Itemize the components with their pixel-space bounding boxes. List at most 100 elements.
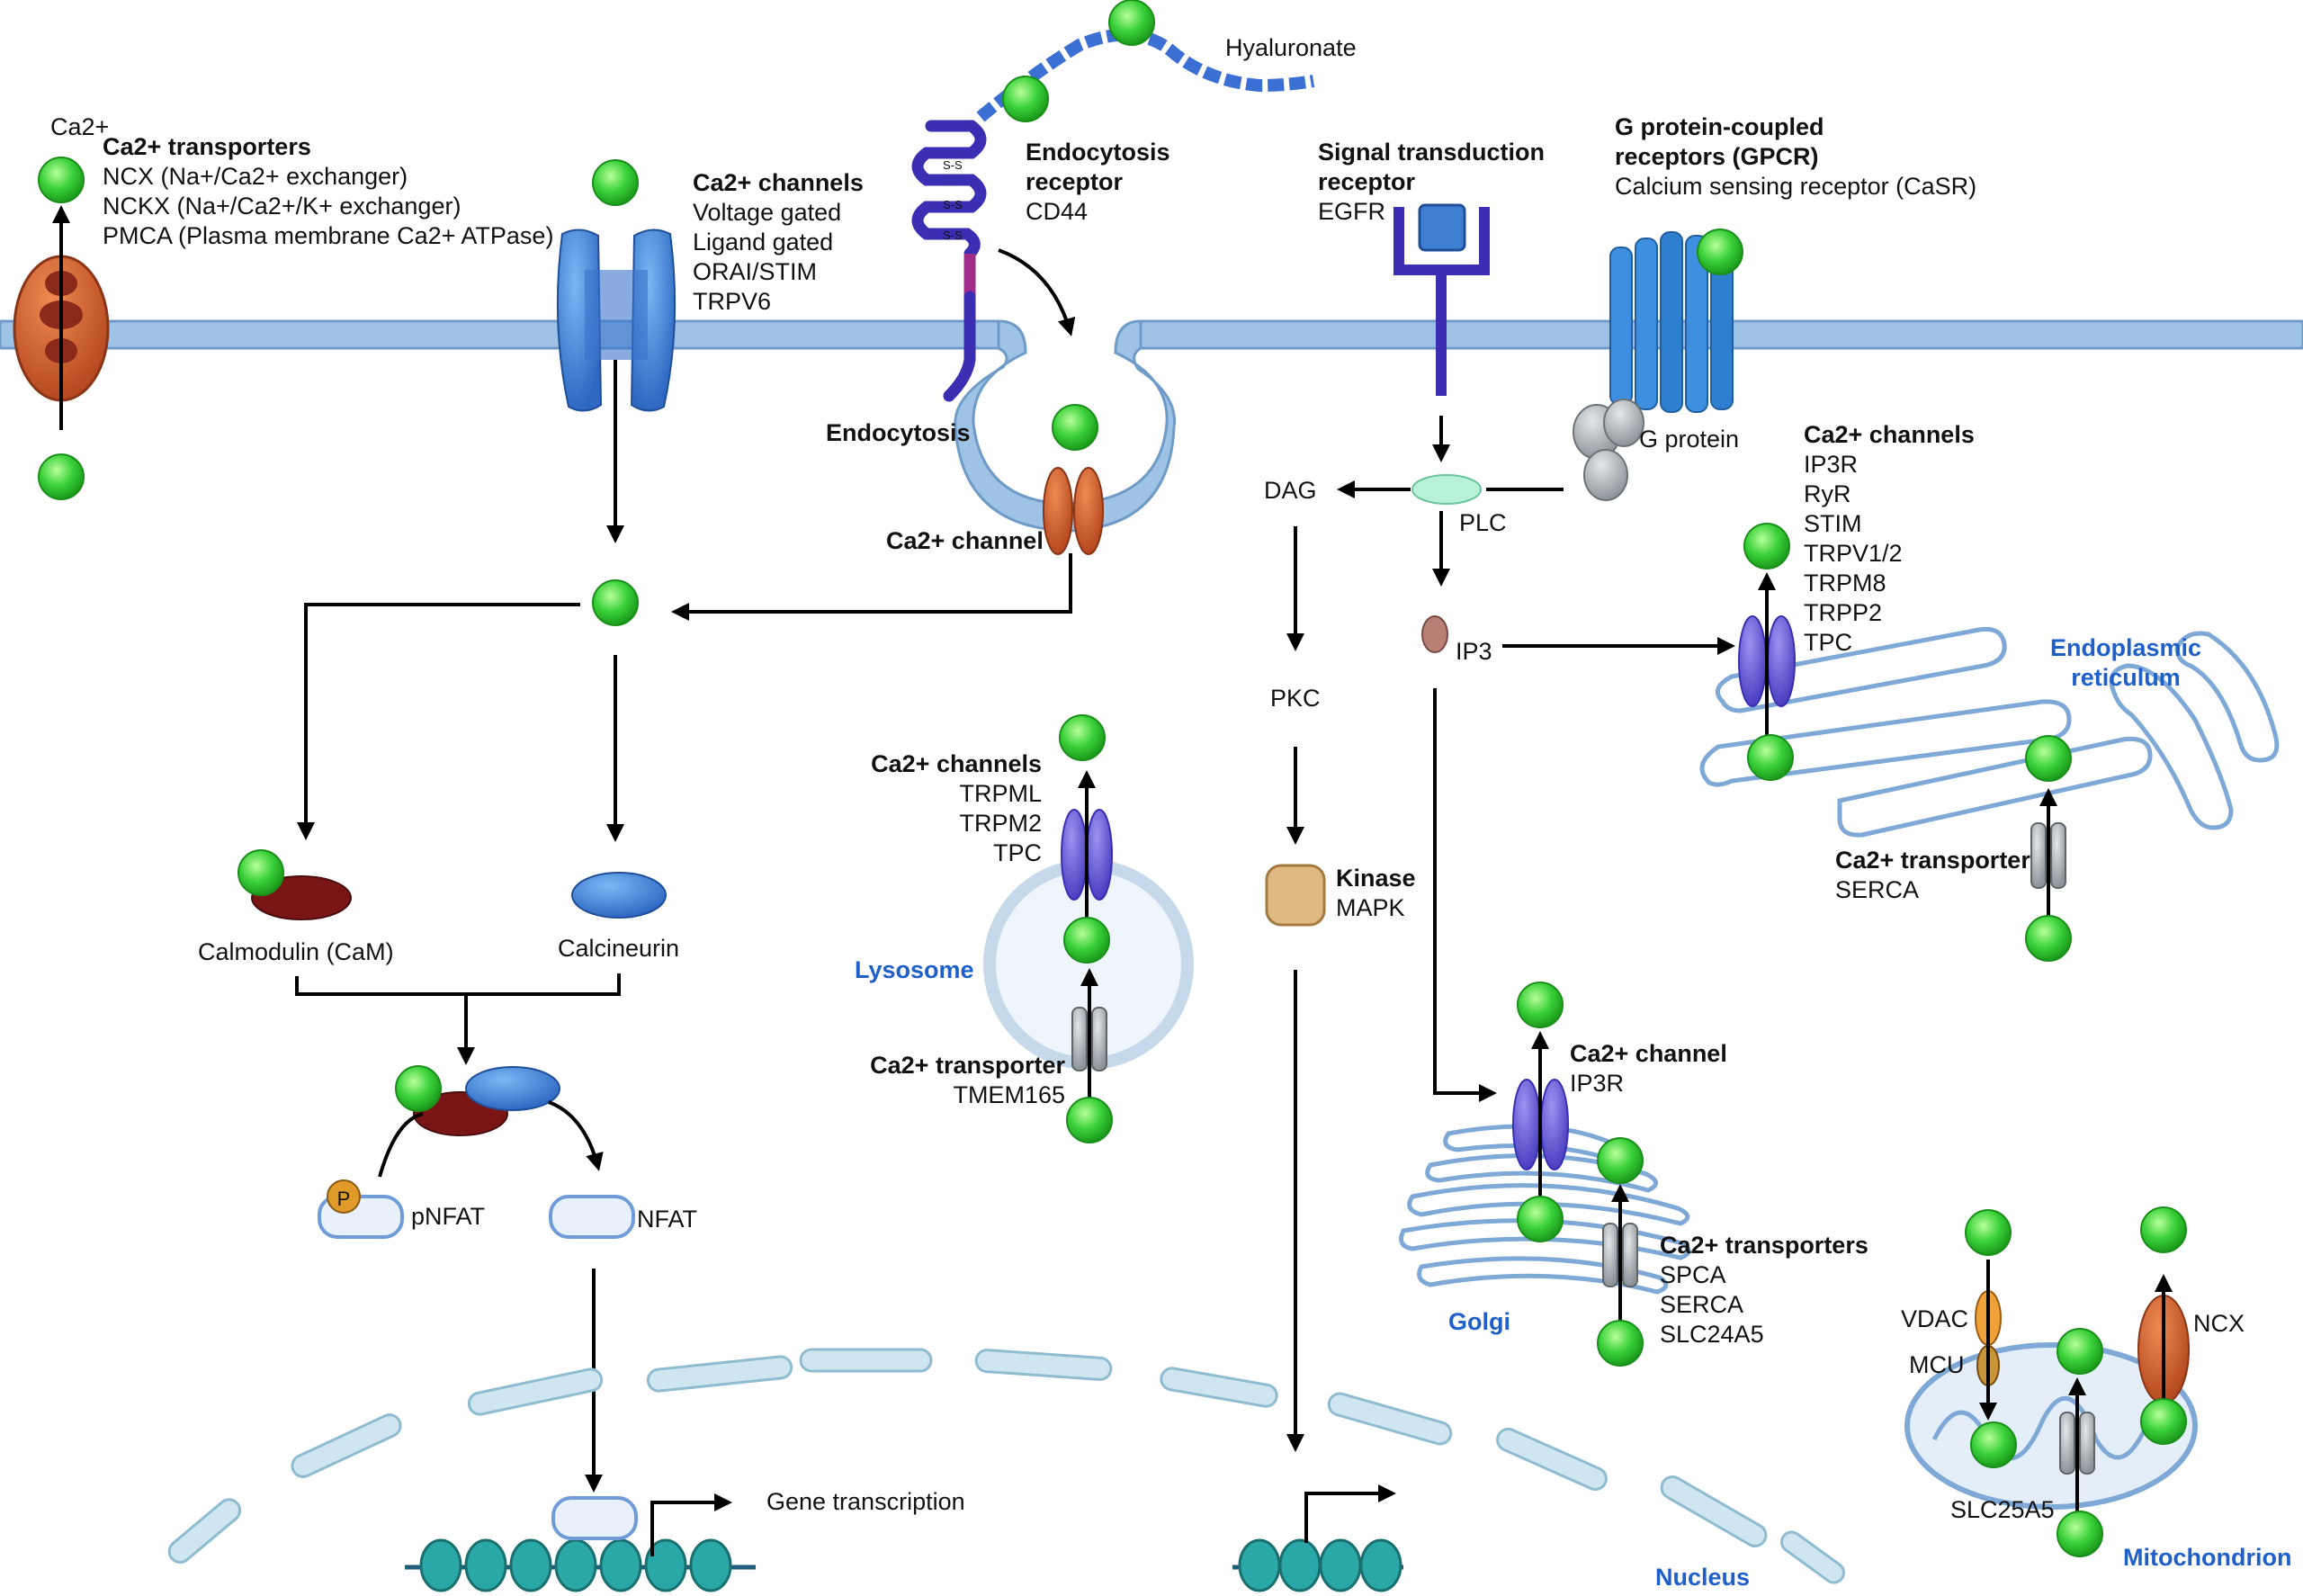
mitochondrion: [1904, 1342, 2198, 1510]
ip3-label: IP3: [1456, 638, 1492, 665]
casr-label: Calcium sensing receptor (CaSR): [1615, 173, 1976, 200]
golgi-transporter-slc24a5: SLC24A5: [1660, 1321, 1764, 1348]
calcium-ion: [237, 849, 284, 896]
gpcr-label-2: receptors (GPCR): [1615, 143, 1819, 170]
lyso-channel-trpm2: TRPM2: [959, 810, 1042, 837]
ca-transporters-title: Ca2+ transporters: [103, 133, 311, 160]
golgi-transporters-title: Ca2+ transporters: [1660, 1232, 1868, 1259]
slc25a5-transporter: [2059, 1412, 2095, 1475]
golgi-transporter-serca: SERCA: [1660, 1291, 1743, 1318]
mapk-kinase: [1265, 864, 1326, 927]
nckx-label: NCKX (Na+/Ca2+/K+ exchanger): [103, 193, 461, 220]
calcium-ion: [2140, 1206, 2187, 1253]
calcium-ion: [2140, 1398, 2187, 1445]
calmodulin-label: Calmodulin (CaM): [198, 938, 394, 965]
calcium-ion: [1597, 1320, 1644, 1367]
golgi-ca-channel: [1512, 1079, 1569, 1170]
kinase-label: Kinase: [1336, 865, 1416, 892]
er-channel-trpv12: TRPV1/2: [1804, 540, 1903, 567]
calcineurin-label: Calcineurin: [558, 935, 679, 962]
er-transporter-title: Ca2+ transporter: [1835, 847, 2030, 874]
hyaluronate-chain: [976, 28, 1315, 122]
calcium-ion: [1747, 734, 1794, 781]
gene-transcription-label: Gene transcription: [766, 1488, 965, 1515]
calcium-ion: [2057, 1511, 2103, 1557]
dag-label: DAG: [1264, 477, 1317, 504]
calcium-ion: [38, 157, 85, 203]
signal-receptor-label: Signal transduction: [1318, 139, 1545, 166]
calcium-ion: [1517, 982, 1564, 1028]
calcium-ion: [1066, 1097, 1113, 1143]
calcium-ion: [1743, 523, 1790, 569]
calcium-ion: [592, 159, 639, 206]
tmem165-transporter: [1071, 1007, 1107, 1071]
er-label-2: reticulum: [2071, 664, 2181, 691]
er-channel-tpc: TPC: [1804, 629, 1852, 656]
nfat: [549, 1195, 635, 1239]
ip3-molecule: [1421, 615, 1448, 653]
dna-nucleosomes-right: [1232, 1538, 1403, 1592]
calcium-ion: [1059, 714, 1106, 761]
nuclear-nfat: [551, 1496, 638, 1540]
calcium-ion: [592, 579, 639, 626]
g-protein-label: G protein: [1639, 426, 1739, 453]
er-channel-trpm8: TRPM8: [1804, 569, 1886, 596]
calcium-ion: [1052, 404, 1098, 451]
pm-ca-channels-title: Ca2+ channels: [693, 169, 864, 196]
er-channel-trpp2: TRPP2: [1804, 599, 1882, 626]
er-label: Endoplasmic: [2050, 634, 2201, 661]
lyso-channel-trpml: TRPML: [959, 780, 1042, 807]
egfr-receptor: [1393, 203, 1490, 396]
gpcr-label: G protein-coupled: [1615, 113, 1824, 140]
calcium-ion: [1063, 917, 1110, 964]
g-protein: [1573, 399, 1644, 501]
mitochondrion-label: Mitochondrion: [2123, 1544, 2291, 1571]
ca-top-label: Ca2+: [50, 113, 109, 140]
ss-bond-label: S-S: [943, 158, 963, 172]
golgi-channel-title: Ca2+ channel: [1570, 1040, 1727, 1067]
lyso-transporter-title: Ca2+ transporter: [870, 1052, 1065, 1079]
er-channels-title: Ca2+ channels: [1804, 421, 1975, 448]
pkc-label: PKC: [1270, 685, 1321, 712]
nfat-label: NFAT: [637, 1206, 697, 1233]
lysosome-label: Lysosome: [855, 956, 974, 983]
ss-bond-label: S-S: [943, 229, 963, 242]
calcium-ion: [395, 1065, 442, 1112]
mcu-label: MCU: [1909, 1351, 1965, 1378]
phosphate-label: P: [337, 1188, 351, 1210]
er-channel-ryr: RyR: [1804, 480, 1851, 507]
endocytosis-receptor-label: Endocytosis: [1026, 139, 1170, 166]
orai-stim-label: ORAI/STIM: [693, 258, 817, 285]
calcium-ion: [1517, 1196, 1564, 1242]
lyso-channels-title: Ca2+ channels: [871, 750, 1042, 777]
endocytosis-label: Endocytosis: [826, 419, 971, 446]
ncx-label: NCX (Na+/Ca2+ exchanger): [103, 163, 408, 190]
calcineurin: [571, 872, 667, 919]
vesicle-ca-channel-label: Ca2+ channel: [886, 527, 1044, 554]
serca-label: SERCA: [1835, 876, 1919, 903]
golgi-ca-transporter: [1602, 1223, 1638, 1287]
dna-nucleosomes-left: [405, 1538, 756, 1592]
tmem165-label: TMEM165: [953, 1081, 1065, 1108]
calcium-ion: [2057, 1328, 2103, 1375]
pm-ca-channel: [556, 229, 677, 412]
er-ca-channel: [1738, 615, 1796, 707]
golgi-ip3r-label: IP3R: [1570, 1070, 1624, 1097]
pm-ca-transporter: [13, 205, 110, 430]
phosphate-group: [327, 1179, 361, 1214]
ss-bond-label: S-S: [943, 198, 963, 211]
lysosome-ca-channel: [1061, 809, 1113, 901]
golgi-label: Golgi: [1448, 1308, 1510, 1335]
voltage-gated-label: Voltage gated: [693, 199, 841, 226]
cam-calcineurin-complex: [413, 1066, 560, 1136]
golgi-transporter-spca: SPCA: [1660, 1261, 1726, 1288]
trpv6-label: TRPV6: [693, 288, 771, 315]
pmca-label: PMCA (Plasma membrane Ca2+ ATPase): [103, 222, 553, 249]
egfr-label: EGFR: [1318, 198, 1385, 225]
cd44-receptor: S-S S-S S-S: [911, 120, 987, 402]
calcium-ion: [1108, 0, 1155, 46]
serca-transporter: [2030, 822, 2066, 889]
calcium-ion: [2025, 915, 2072, 962]
ligand-gated-label: Ligand gated: [693, 229, 833, 256]
mapk-label: MAPK: [1336, 894, 1405, 921]
